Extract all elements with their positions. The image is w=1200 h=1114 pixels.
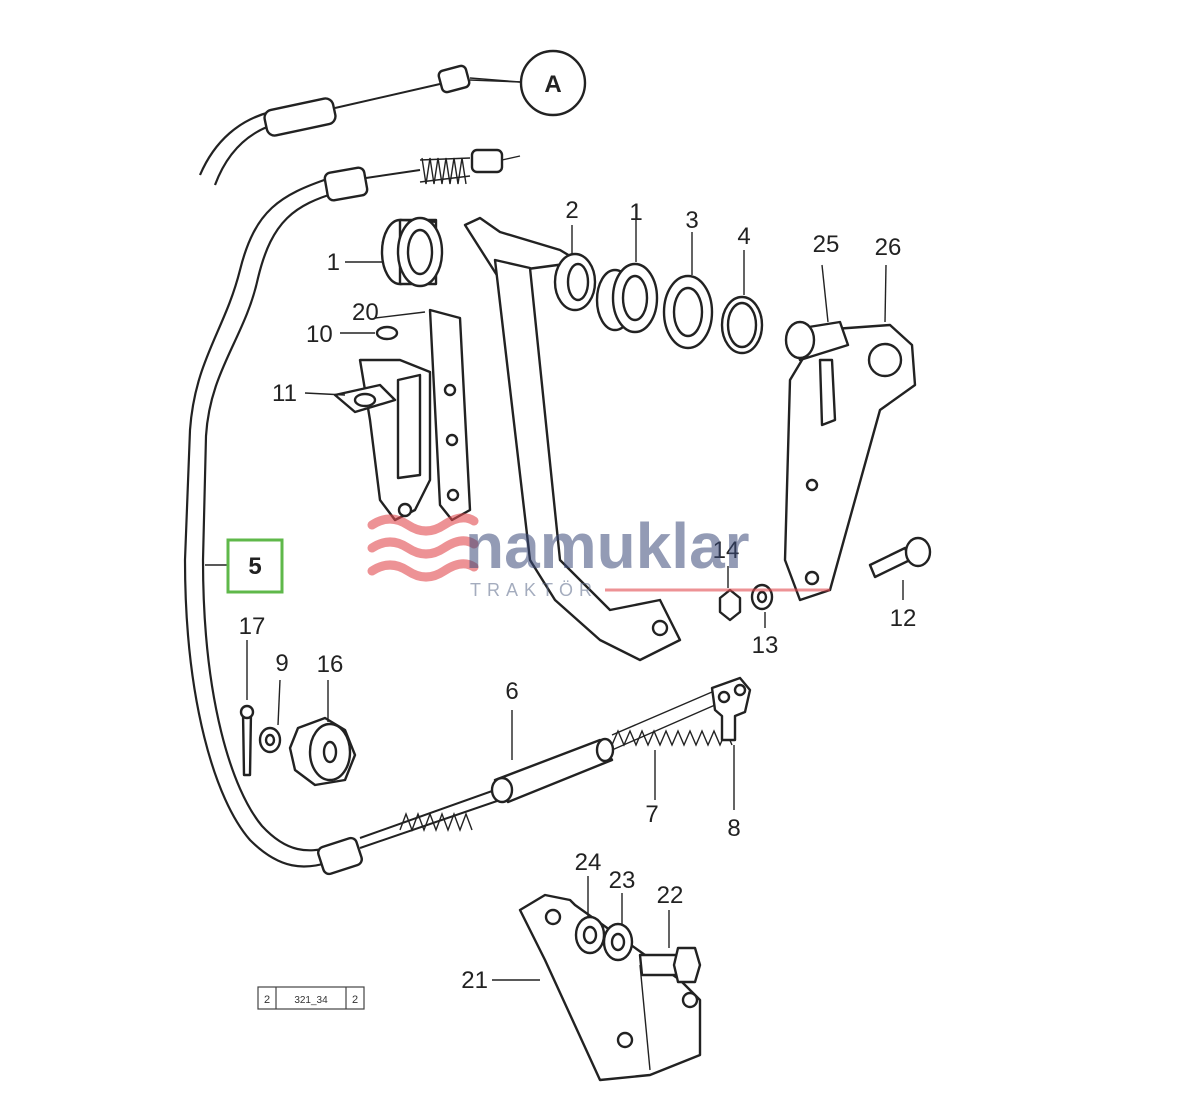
part-16-label: 16 [317,651,344,678]
ring-4: 4 [720,223,764,355]
ref-right: 2 [352,994,358,1006]
washer-13: 13 [750,583,779,659]
part-24-label: 24 [575,849,602,876]
pin-17: 17 [239,613,266,777]
part-11-label: 11 [272,380,297,407]
part-10-label: 10 [306,321,333,348]
bolt-22: 22 [638,882,702,984]
sleeve-6: 6 [490,678,615,804]
part-5-highlight[interactable]: 5 [205,538,284,594]
part-17-label: 17 [239,613,266,640]
part-23-label: 23 [609,867,636,894]
ref-code: 321_34 [294,995,328,1006]
part-7-label: 7 [645,801,658,828]
upper-spring [421,157,467,185]
bracket-assembly: 20 10 11 [272,299,472,522]
washer-24: 24 [575,849,606,955]
part-14-label: 14 [713,537,740,564]
bolt-12: 12 [868,536,932,632]
washer-3: 3 [662,207,714,350]
part-5-label: 5 [248,553,261,580]
part-8-label: 8 [727,815,740,842]
clevis-8: 8 [710,676,752,842]
bushing-1-left: 1 [327,216,444,288]
throttle-cable [183,64,521,876]
part-12-label: 12 [890,605,917,632]
part-1-left-label: 1 [327,249,340,276]
watermark-logo-icon [367,513,479,582]
washer-9: 9 [258,650,289,754]
ref-left: 2 [264,994,270,1006]
part-1-right-label: 1 [629,199,642,226]
washer-23: 23 [602,867,636,962]
part-13-label: 13 [752,632,779,659]
watermark: namuklar TRAKTÖR [367,510,830,600]
part-21-label: 21 [461,967,488,994]
lever-25-26: 25 26 [783,231,917,602]
bushing-1-right: 1 [595,199,659,334]
part-9-label: 9 [275,650,288,677]
part-26-label: 26 [875,234,902,261]
part-20-label: 20 [352,299,379,326]
part-2-label: 2 [565,197,578,224]
watermark-sub: TRAKTÖR [470,580,598,600]
rubber-mount-16: 16 [288,651,357,787]
watermark-brand: namuklar [465,510,750,582]
part-22-label: 22 [657,882,684,909]
spring-7: 7 [611,691,733,828]
callout-a-label: A [544,71,561,98]
plate-21: 21 [461,893,702,1082]
part-3-label: 3 [685,207,698,234]
part-25-label: 25 [813,231,840,258]
callout-a: A [469,49,587,117]
pedal-lever-2: 2 [463,197,682,662]
reference-box: 2 321_34 2 [257,986,365,1010]
part-6-label: 6 [505,678,518,705]
part-4-label: 4 [737,223,750,250]
